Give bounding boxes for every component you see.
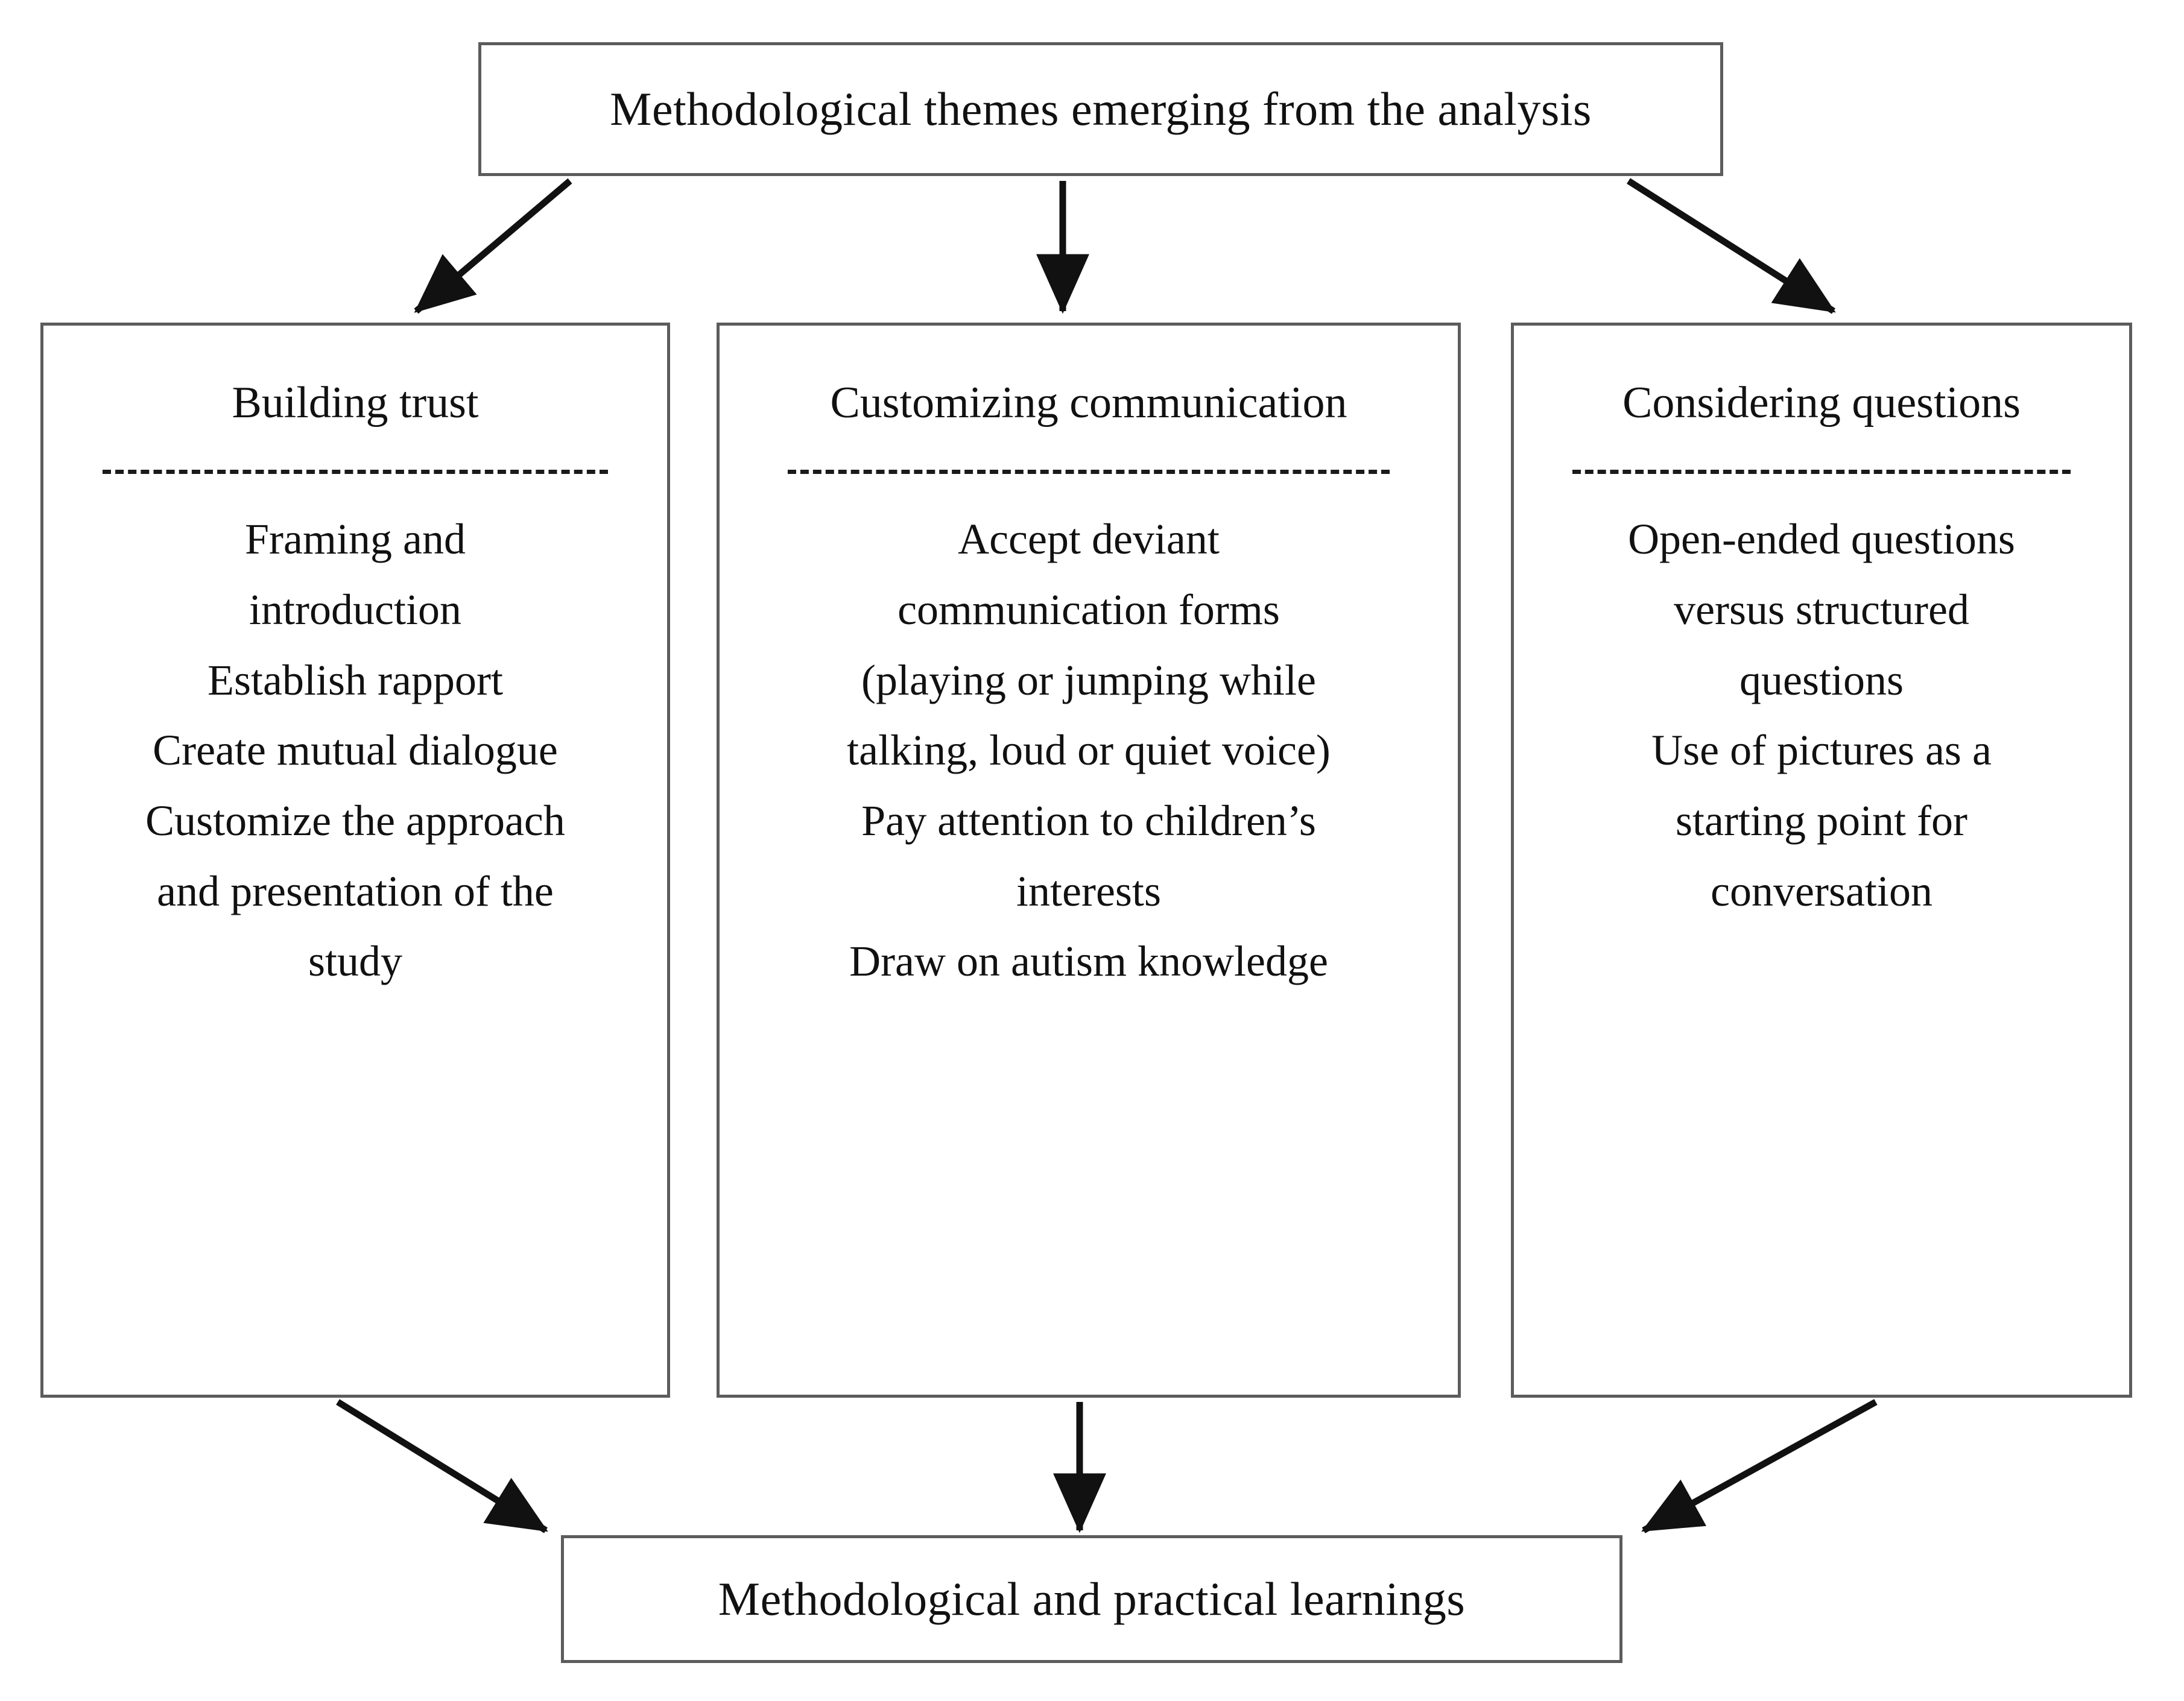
column-line: Create mutual dialogue [153, 726, 558, 775]
arrow-building-trust-to-bottom [336, 1399, 548, 1533]
column-title: Building trust [232, 378, 479, 428]
column-line: starting point for [1676, 796, 1967, 845]
arrow-considering-questions-to-bottom [1641, 1399, 1878, 1533]
column-line: interests [1016, 866, 1161, 915]
column-line: talking, loud or quiet voice) [847, 726, 1331, 775]
column-line: versus structured [1674, 585, 1969, 634]
column-line: Establish rapport [207, 655, 503, 704]
top-theme-box: Methodological themes emerging from the … [478, 42, 1723, 176]
column-line: Use of pictures as a [1651, 726, 1992, 775]
column-title: Considering questions [1622, 378, 2021, 428]
top-theme-label: Methodological themes emerging from the … [610, 83, 1592, 136]
bottom-outcome-label: Methodological and practical learnings [718, 1573, 1466, 1626]
column-line: and presentation of the [157, 866, 554, 915]
column-lines: Open-ended questions versus structured q… [1525, 504, 2118, 926]
arrow-top-to-considering-questions [1627, 178, 1836, 314]
column-line: conversation [1711, 866, 1932, 915]
column-lines: Framing and introduction Establish rappo… [54, 504, 656, 996]
column-title: Customizing communication [830, 378, 1347, 428]
column-separator [102, 470, 609, 475]
column-line: Pay attention to children’s [861, 796, 1316, 845]
theme-column-building-trust: Building trust Framing and introduction … [40, 323, 670, 1398]
column-line: Open-ended questions [1628, 515, 2015, 564]
column-line: communication forms [897, 585, 1280, 634]
column-lines: Accept deviant communication forms (play… [730, 504, 1447, 996]
column-line: Framing and [245, 515, 466, 564]
column-line: (playing or jumping while [861, 655, 1316, 704]
column-line: Accept deviant [958, 515, 1220, 564]
theme-column-customizing-communication: Customizing communication Accept deviant… [717, 323, 1461, 1398]
column-separator [788, 470, 1390, 475]
column-line: Draw on autism knowledge [849, 937, 1328, 986]
column-line: study [308, 937, 403, 986]
arrow-top-to-building-trust [414, 178, 572, 314]
bottom-outcome-box: Methodological and practical learnings [561, 1535, 1622, 1663]
column-line: Customize the approach [145, 796, 565, 845]
column-line: introduction [249, 585, 461, 634]
column-separator [1572, 470, 2071, 475]
column-line: questions [1739, 655, 1904, 704]
theme-column-considering-questions: Considering questions Open-ended questio… [1511, 323, 2132, 1398]
